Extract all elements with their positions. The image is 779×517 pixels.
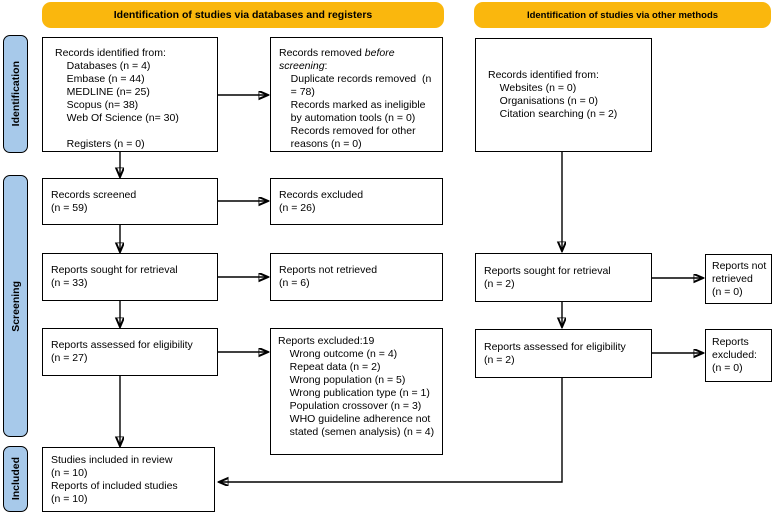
box-records-identified-other: Records identified from: Websites (n = 0… [475, 38, 652, 152]
box-records-excluded-text: Records excluded (n = 26) [279, 188, 364, 214]
stage-label-identification-text: Identification [9, 61, 22, 127]
box-records-removed-heading: Records removed before screening: [279, 47, 434, 73]
box-reports-assessed-databases-text: Reports assessed for eligibility (n = 27… [51, 339, 193, 364]
banner-databases-registers-label: Identification of studies via databases … [113, 9, 373, 21]
records-removed-italic: before screening [279, 47, 398, 72]
box-reports-sought-databases-text: Reports sought for retrieval (n = 33) [51, 264, 178, 289]
box-reports-assessed-other: Reports assessed for eligibility (n = 2) [475, 329, 652, 378]
box-reports-assessed-databases: Reports assessed for eligibility (n = 27… [42, 328, 218, 376]
box-reports-sought-databases: Reports sought for retrieval (n = 33) [42, 253, 218, 301]
box-reports-not-retrieved-other-text: Reports not retrieved (n = 0) [712, 259, 767, 298]
box-reports-sought-other: Reports sought for retrieval (n = 2) [475, 253, 652, 302]
stage-label-included-text: Included [9, 457, 22, 501]
box-reports-not-retrieved-databases-text: Reports not retrieved (n = 6) [279, 264, 378, 289]
box-reports-excluded-other-text: Reports excluded: (n = 0) [712, 336, 757, 374]
stage-label-identification: Identification [3, 35, 28, 153]
stage-label-screening: Screening [3, 175, 28, 437]
box-records-screened: Records screened (n = 59) [42, 178, 218, 225]
box-records-identified-databases: Records identified from: Databases (n = … [42, 37, 218, 152]
box-reports-not-retrieved-databases: Reports not retrieved (n = 6) [270, 253, 443, 301]
box-reports-sought-other-text: Reports sought for retrieval (n = 2) [484, 264, 611, 290]
box-records-screened-text: Records screened (n = 59) [51, 188, 137, 214]
box-reports-excluded-databases: Reports excluded:19 Wrong outcome (n = 4… [270, 328, 443, 455]
box-reports-not-retrieved-other: Reports not retrieved (n = 0) [705, 254, 772, 304]
banner-other-methods: Identification of studies via other meth… [474, 2, 771, 28]
box-records-removed-details: Duplicate records removed (n = 78) Recor… [290, 73, 432, 150]
box-records-excluded: Records excluded (n = 26) [270, 178, 443, 225]
records-removed-intro: Records removed [279, 47, 365, 59]
box-records-identified-other-text: Records identified from: Websites (n = 0… [488, 69, 618, 120]
stage-label-included: Included [3, 446, 28, 512]
box-records-removed-before-screening: Records removed before screening: Duplic… [270, 37, 443, 152]
banner-databases-registers: Identification of studies via databases … [42, 2, 444, 28]
records-removed-colon: : [324, 60, 328, 72]
box-studies-included: Studies included in review (n = 10) Repo… [42, 447, 215, 512]
stage-label-screening-text: Screening [9, 280, 22, 332]
banner-other-methods-label: Identification of studies via other meth… [526, 9, 719, 21]
box-reports-excluded-other: Reports excluded: (n = 0) [705, 329, 772, 382]
box-studies-included-text: Studies included in review (n = 10) Repo… [51, 453, 178, 505]
box-records-identified-databases-text: Records identified from: Databases (n = … [55, 47, 179, 150]
box-reports-excluded-databases-text: Reports excluded:19 Wrong outcome (n = 4… [278, 335, 435, 438]
box-reports-assessed-other-text: Reports assessed for eligibility (n = 2) [484, 340, 626, 366]
